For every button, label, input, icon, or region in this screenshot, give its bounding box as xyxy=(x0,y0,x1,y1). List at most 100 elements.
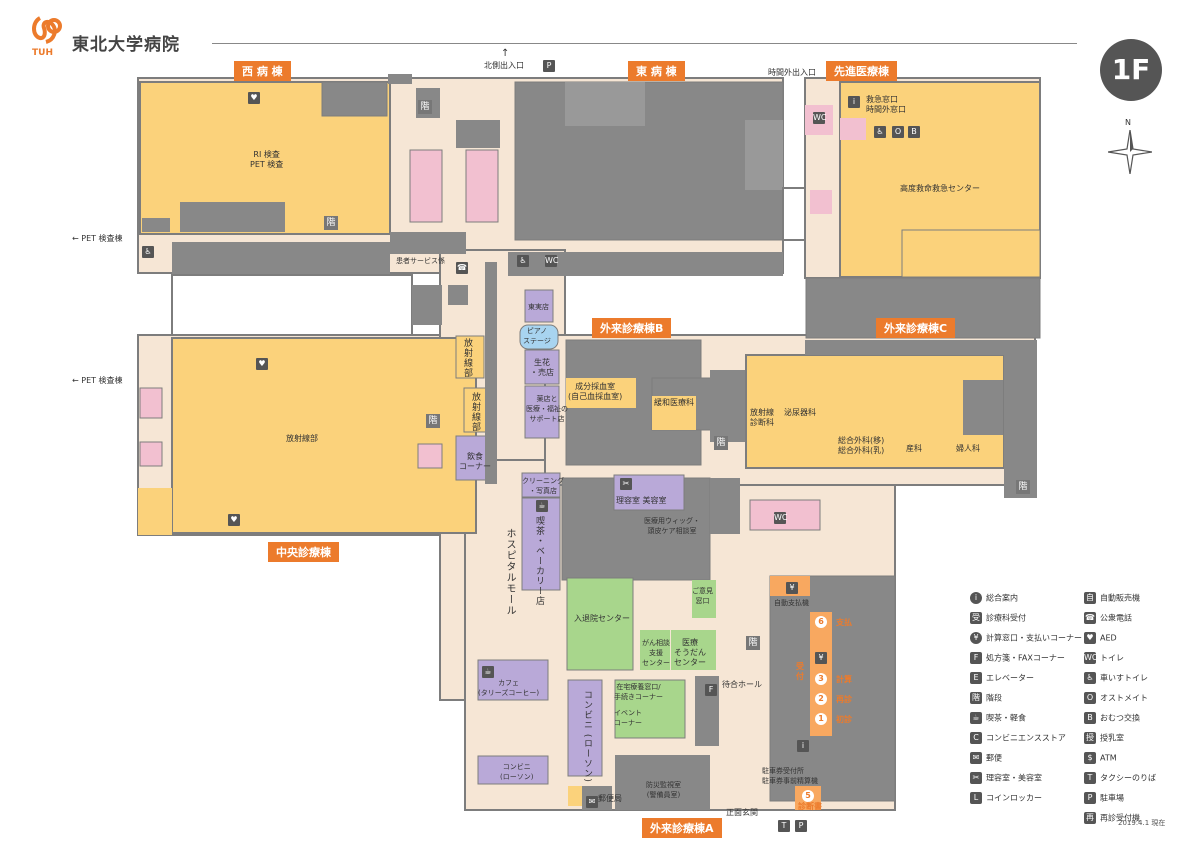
phone-icon: ☎ xyxy=(1084,612,1096,624)
legend-item: 受診療科受付 xyxy=(970,612,1026,624)
legend-item: $ATM xyxy=(1084,752,1117,764)
legend-item: ¥計算窓口・支払いコーナー xyxy=(970,632,1082,644)
ostomate-icon: O xyxy=(1084,692,1096,704)
compass: N xyxy=(1108,118,1152,176)
wheelchair-toilet-icon: ♿ xyxy=(1084,672,1096,684)
cafe-icon: ☕ xyxy=(482,666,494,678)
pet-building-link-2: ← PET 検査棟 xyxy=(72,376,123,385)
elevator-icon: E xyxy=(970,672,982,684)
payment-icon: ¥ xyxy=(970,632,982,644)
room-restaurant: 飲食 コーナー xyxy=(459,452,491,471)
counter-6-number: 6 xyxy=(815,616,827,628)
toilet-icon: WC xyxy=(774,512,788,524)
fax-icon: F xyxy=(970,652,982,664)
room-blood-collection: 成分採血室 (自己血採血室) xyxy=(568,382,623,401)
room-emergency-window: 救急窓口 時間外窓口 xyxy=(866,95,906,114)
stairs-icon: 階 xyxy=(324,216,338,230)
ostomate-icon: O xyxy=(892,126,904,138)
room-obstetrics: 産科 xyxy=(906,444,922,453)
toilet-icon: WC xyxy=(813,112,827,124)
counter-5-label: 診断書 xyxy=(798,802,822,811)
legend-item: ♿車いすトイレ xyxy=(1084,672,1148,684)
room-barber: 理容室 美容室 xyxy=(616,496,667,505)
room-opinion-window: ご意見 窓口 xyxy=(692,587,713,605)
counter-3-label: 計算 xyxy=(836,675,852,684)
wing-label-west: 西 病 棟 xyxy=(234,61,291,81)
wing-label-outpatient-a: 外来診療棟A xyxy=(642,818,722,838)
cafe-icon: ☕ xyxy=(536,500,548,512)
cafe-icon: ☕ xyxy=(970,712,982,724)
room-ri-pet: RI 検査 PET 検査 xyxy=(250,150,284,169)
toilet-icon: WC xyxy=(545,255,559,267)
parking-ticket-office: 駐車券受付所 駐車券事前精算機 xyxy=(762,767,818,785)
diaper-icon: B xyxy=(1084,712,1096,724)
map-header: TUH 東北大学病院 xyxy=(0,0,1191,60)
room-cancer-support: がん相談 支援 センター xyxy=(642,639,670,667)
room-radiology-main: 放射線部 xyxy=(286,434,318,443)
room-east-shop: 東実店 xyxy=(528,303,549,311)
entrance-front: 正面玄関 xyxy=(726,808,758,817)
aed-icon: ♥ xyxy=(248,92,260,104)
room-cafe: カフェ (タリーズコーヒー) xyxy=(478,679,540,697)
payment-icon: ¥ xyxy=(815,652,827,664)
counter-2-label: 再診 xyxy=(836,695,852,704)
room-general-surgery: 総合外科(移) 総合外科(乳) xyxy=(838,436,885,455)
room-medical-consult: 医療 そうだん センター xyxy=(674,638,706,667)
reception-label: 受 付 xyxy=(796,662,804,681)
room-radiology-small: 放射線部 xyxy=(462,338,472,378)
stairs-icon: 階 xyxy=(418,100,432,114)
room-patient-service: 患者サービス係 xyxy=(396,257,445,265)
pet-building-link-1: ← PET 検査棟 xyxy=(72,234,123,243)
stairs-icon: 階 xyxy=(1016,480,1030,494)
room-cleaning: クリーニング ・写真店 xyxy=(522,477,564,495)
room-post-office: 郵便局 xyxy=(598,794,622,803)
convenience-icon: C xyxy=(970,732,982,744)
room-emergency-center: 高度救命救急センター xyxy=(900,184,980,193)
locker-icon: L xyxy=(970,792,982,804)
vending-icon: 自 xyxy=(1084,592,1096,604)
room-gynecology: 婦人科 xyxy=(956,444,980,453)
hospital-logo-icon xyxy=(32,16,62,44)
parking-icon: P xyxy=(543,60,555,72)
room-flower-shop: 生花 ・売店 xyxy=(530,358,554,377)
atm-icon: $ xyxy=(1084,752,1096,764)
toilet-icon: WC xyxy=(1084,652,1098,664)
room-bakery: 喫茶・ベーカリー店 xyxy=(534,516,544,606)
hospital-mall: ホスピタルモール xyxy=(504,528,515,616)
diaper-icon: B xyxy=(908,126,920,138)
blood-collection-room xyxy=(566,378,636,408)
parking-icon: P xyxy=(795,820,807,832)
legend-item: 授授乳室 xyxy=(1084,732,1124,744)
stairs-icon: 階 xyxy=(714,436,728,450)
logo-text: TUH xyxy=(32,48,53,58)
legend-item: ✂理容室・美容室 xyxy=(970,772,1042,784)
stairs-icon: 階 xyxy=(746,636,760,650)
room-convenience-1: コンビニ (ローソン) xyxy=(582,690,592,783)
fax-icon: F xyxy=(705,684,717,696)
wing-label-advanced: 先進医療棟 xyxy=(826,61,897,81)
room-palliative: 緩和医療科 xyxy=(654,398,694,407)
revisit-icon: 再 xyxy=(1084,812,1096,824)
radiology-main xyxy=(171,337,477,534)
compass-rose-icon xyxy=(1108,130,1152,174)
revision-date: 2019.4.1 現在 xyxy=(1118,819,1166,827)
info-icon: i xyxy=(970,592,982,604)
barber-icon: ✂ xyxy=(620,478,632,490)
legend-item: ☎公衆電話 xyxy=(1084,612,1132,624)
entrance-afterhours: 時間外出入口 xyxy=(768,68,816,77)
counter-5-number: 5 xyxy=(802,790,814,802)
barber-icon: ✂ xyxy=(970,772,982,784)
wheelchair-toilet-icon: ♿ xyxy=(142,246,154,258)
hospital-name: 東北大学病院 xyxy=(72,35,180,55)
auto-payment-machine: 自動支払機 xyxy=(774,599,809,607)
counter-6-label: 支払 xyxy=(836,618,852,627)
north-arrow-icon: ↑ xyxy=(501,48,510,59)
wing-label-east: 東 病 棟 xyxy=(628,61,685,81)
